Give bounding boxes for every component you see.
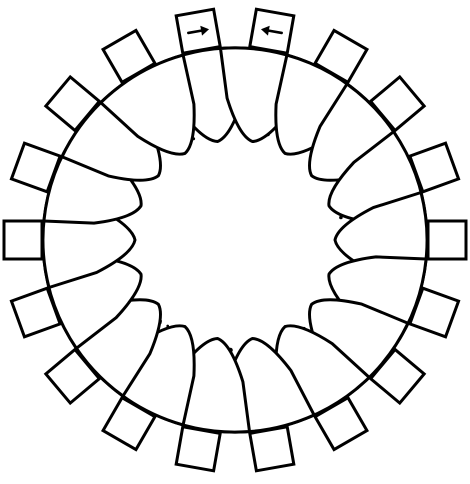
unit-box (428, 221, 466, 259)
unit-ring (4, 9, 466, 471)
unit-box-frame (428, 221, 466, 259)
unit-box-frame (250, 427, 294, 471)
unit-box-frame (176, 427, 220, 471)
unit-box-frame (4, 221, 42, 259)
unit-box (4, 221, 42, 259)
unit-box (176, 427, 220, 471)
unit-box (176, 9, 220, 53)
unit-box (250, 9, 294, 53)
unit-box (250, 427, 294, 471)
